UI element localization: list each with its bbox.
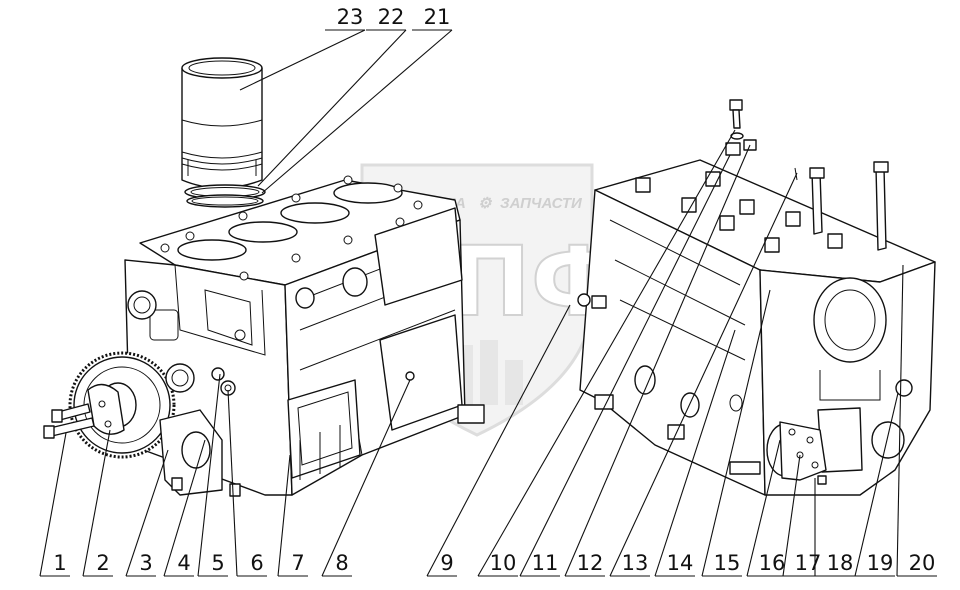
callout-leader	[39, 432, 67, 577]
callout-12: 12	[564, 144, 751, 577]
callout-14: 14	[654, 329, 736, 577]
callout-leader	[277, 454, 291, 577]
callout-label: 23	[337, 5, 364, 29]
callout-leader	[609, 172, 798, 577]
callout-leader	[746, 439, 781, 577]
callout-leader	[261, 29, 453, 194]
liner-seal-rings	[184, 184, 266, 208]
callout-10: 10	[477, 129, 736, 577]
callout-1: 1	[39, 432, 70, 577]
callout-label: 10	[490, 551, 517, 575]
callout-label: 1	[53, 551, 66, 575]
hub-bolts	[43, 403, 95, 439]
callout-label: 3	[139, 551, 152, 575]
callout-16: 16	[746, 439, 787, 577]
callout-23: 23	[239, 5, 366, 91]
oil-pump-cover	[766, 421, 827, 485]
callout-2: 2	[82, 429, 113, 577]
callout-5: 5	[197, 373, 228, 577]
callout-leader	[239, 29, 366, 91]
callout-3: 3	[125, 449, 169, 577]
callout-label: 20	[909, 551, 936, 575]
callout-leader	[519, 154, 731, 577]
callout-leader	[782, 454, 801, 577]
callout-label: 19	[867, 551, 894, 575]
callout-label: 22	[378, 5, 405, 29]
callout-7: 7	[277, 454, 308, 577]
callout-9: 9	[426, 304, 571, 577]
callout-18: 18	[814, 478, 855, 577]
callout-leader	[654, 329, 736, 577]
callout-21: 21	[261, 5, 453, 194]
callout-6: 6	[227, 389, 267, 577]
callout-label: 21	[424, 5, 451, 29]
callout-label: 11	[532, 551, 559, 575]
callout-leader	[896, 264, 904, 577]
main-bearing-bolts	[725, 99, 798, 181]
callout-leader	[163, 439, 206, 577]
callout-label: 18	[827, 551, 854, 575]
cylinder-liner	[181, 57, 263, 189]
gear-hub-flange	[87, 383, 125, 435]
callout-22: 22	[257, 5, 407, 187]
callout-label: 8	[335, 551, 348, 575]
callout-4: 4	[163, 439, 206, 577]
callout-label: 14	[667, 551, 694, 575]
callout-label: 13	[622, 551, 649, 575]
callout-8: 8	[321, 379, 411, 577]
callout-leader	[321, 379, 411, 577]
callout-label: 2	[96, 551, 109, 575]
callout-leader	[257, 29, 407, 187]
callout-20: 20	[896, 264, 937, 577]
callout-13: 13	[609, 172, 798, 577]
callout-leader	[854, 392, 899, 577]
watermark-gear-icon: ⚙	[478, 195, 492, 212]
small-plugs	[211, 367, 415, 396]
callout-label: 5	[211, 551, 224, 575]
callout-leader	[426, 304, 571, 577]
callout-leader	[82, 429, 111, 577]
callout-11: 11	[519, 154, 731, 577]
callout-leader	[477, 129, 736, 577]
callout-19: 19	[854, 392, 899, 577]
callout-label: 4	[177, 551, 190, 575]
bearing-bushing	[165, 363, 195, 393]
callout-label: 17	[795, 551, 822, 575]
callout-15: 15	[701, 289, 771, 577]
callout-label: 6	[250, 551, 263, 575]
callout-leader	[125, 449, 169, 577]
engine-block-right	[579, 99, 936, 496]
callout-label: 7	[291, 551, 304, 575]
callout-leader	[564, 144, 751, 577]
callout-leader	[227, 389, 238, 577]
callout-label: 9	[440, 551, 453, 575]
watermark-text-right: ЗАПЧАСТИ	[500, 195, 583, 212]
callout-label: 16	[759, 551, 786, 575]
callout-leader	[197, 373, 221, 577]
callout-leader	[701, 289, 771, 577]
callout-label: 15	[714, 551, 741, 575]
callout-label: 12	[577, 551, 604, 575]
